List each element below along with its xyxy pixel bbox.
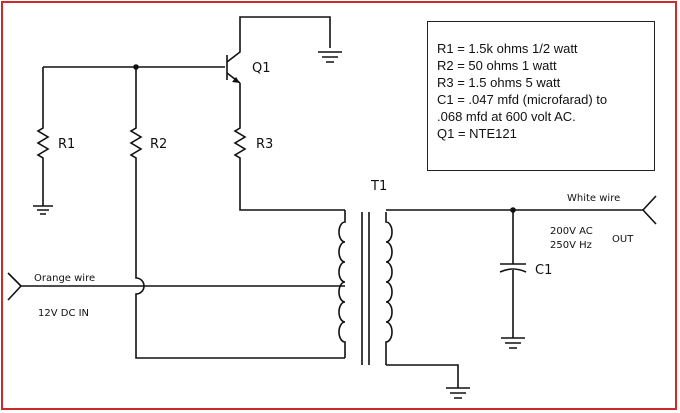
output-connector	[642, 195, 657, 225]
c1-capacitor	[499, 210, 527, 338]
parts-list-item: R3 = 1.5 ohms 5 watt	[437, 75, 561, 90]
orange-wire-label: Orange wire	[34, 273, 95, 284]
c1-label: C1	[535, 263, 552, 278]
ac-frequency-label: 250V Hz	[550, 240, 592, 251]
r3-lead	[233, 83, 345, 211]
out-label: OUT	[612, 234, 634, 245]
r2-lead	[129, 67, 345, 359]
ac-voltage-label: 200V AC	[550, 226, 593, 237]
t1-label: T1	[370, 179, 387, 194]
t1-ground-symbol	[446, 387, 470, 399]
t1-primary-coil	[338, 210, 346, 358]
t1-core	[361, 212, 370, 365]
parts-list-item: Q1 = NTE121	[437, 126, 517, 141]
q1-label: Q1	[252, 61, 271, 76]
t1-secondary-coil	[385, 212, 393, 365]
r1-ground-symbol	[33, 205, 53, 215]
secondary-ground-wire	[386, 364, 459, 388]
white-wire-label: White wire	[567, 193, 620, 204]
parts-list-item: .068 mfd at 600 volt AC.	[437, 109, 576, 124]
parts-list-item: R2 = 50 ohms 1 watt	[437, 58, 557, 73]
parts-list-item: R1 = 1.5k ohms 1/2 watt	[437, 41, 578, 56]
r1-label: R1	[58, 137, 75, 152]
parts-list-item: C1 = .047 mfd (microfarad) to	[437, 92, 608, 107]
c1-ground-symbol	[501, 337, 525, 349]
r2-label: R2	[150, 137, 167, 152]
input-connector	[7, 272, 22, 301]
parts-list-box: R1 = 1.5k ohms 1/2 watt R2 = 50 ohms 1 w…	[427, 21, 655, 171]
r1-lead	[36, 67, 50, 206]
dc-in-label: 12V DC IN	[38, 308, 89, 319]
q1-ground-symbol	[318, 51, 342, 63]
q1-transistor	[226, 16, 331, 84]
r3-label: R3	[256, 137, 273, 152]
